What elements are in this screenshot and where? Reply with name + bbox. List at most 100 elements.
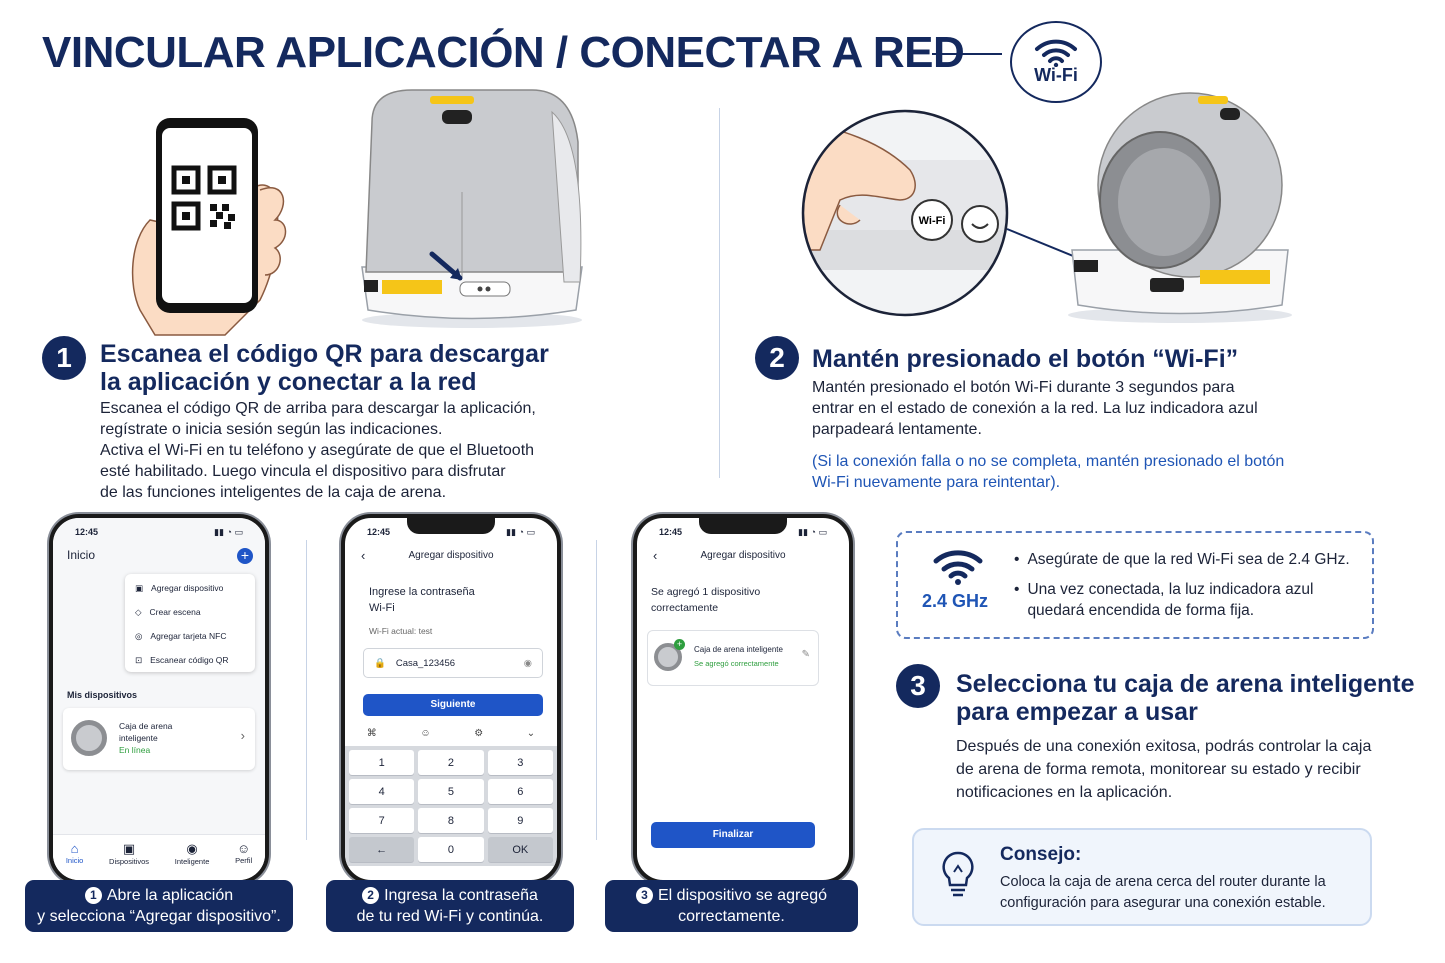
- tab-devices[interactable]: ▣Dispositivos: [109, 841, 149, 880]
- caption-line: de tu red Wi-Fi y continúa.: [356, 908, 544, 925]
- step3-number: 3: [896, 664, 940, 708]
- signal-battery-icon: ▮▮ ◔ ▭: [506, 527, 535, 537]
- password-value: Casa_123456: [395, 657, 456, 669]
- device-icon: ▣: [135, 582, 144, 593]
- home-header: Inicio: [67, 548, 96, 562]
- added-device-card[interactable]: + Caja de arena inteligente Se agregó co…: [647, 630, 819, 686]
- step1-description: Escanea el código QR de arriba para desc…: [100, 398, 710, 503]
- step2-description: Mantén presionado el botón Wi-Fi durante…: [812, 377, 1412, 440]
- qr-code-icon: [171, 165, 237, 231]
- key-1[interactable]: 1: [349, 750, 415, 775]
- grid-icon[interactable]: ⌘: [366, 727, 377, 739]
- success-message-line: Se agregó 1 dispositivo: [651, 586, 761, 598]
- key-3[interactable]: 3: [487, 750, 553, 775]
- caption-number: 2: [362, 887, 380, 904]
- chevron-down-icon[interactable]: ⌄: [526, 727, 536, 739]
- tip-text: Coloca la caja de arena cerca del router…: [1000, 872, 1326, 914]
- step1-number: 1: [42, 336, 86, 380]
- tip-text-line: Coloca la caja de arena cerca del router…: [1000, 874, 1326, 890]
- device-card[interactable]: Caja de arena inteligente En línea ›: [63, 708, 255, 770]
- scan-icon: ⊡: [135, 654, 143, 665]
- wifi-icon: [933, 550, 983, 585]
- tab-bar: ⌂Inicio ▣Dispositivos ◉Inteligente ☺Perf…: [53, 834, 265, 880]
- back-icon[interactable]: ‹: [361, 548, 366, 563]
- step2-number: 2: [755, 336, 799, 380]
- key-9[interactable]: 9: [487, 808, 553, 833]
- back-icon[interactable]: ‹: [653, 548, 658, 563]
- menu-item-label: Crear escena: [149, 607, 201, 617]
- step1-heading-line1: Escanea el código QR para descargar: [100, 340, 549, 368]
- step3-heading-line2: para empezar a usar: [956, 698, 1198, 726]
- status-time: 12:45: [367, 527, 391, 537]
- menu-item-create-scene[interactable]: ◇Crear escena: [125, 600, 255, 624]
- tab-profile[interactable]: ☺Perfil: [235, 841, 252, 880]
- caption-line: y selecciona “Agregar dispositivo”.: [37, 908, 281, 925]
- tip-title: Consejo:: [1000, 844, 1082, 865]
- current-wifi: Wi-Fi actual: test: [369, 626, 433, 636]
- next-button[interactable]: Siguiente: [363, 694, 543, 716]
- phone-divider: [306, 540, 307, 840]
- numeric-keypad: 1 2 3 4 5 6 7 8 9 ← 0 OK: [345, 746, 557, 866]
- step1-text-line: regístrate o inicia sesión según las ind…: [100, 421, 443, 438]
- password-input[interactable]: 🔒Casa_123456 ◉: [363, 648, 543, 678]
- step3-description: Después de una conexión exitosa, podrás …: [956, 735, 1406, 804]
- tab-smart[interactable]: ◉Inteligente: [175, 841, 210, 880]
- key-backspace[interactable]: ←: [349, 837, 415, 862]
- password-prompt-line: Ingrese la contraseña: [369, 586, 475, 598]
- menu-item-label: Agregar dispositivo: [151, 583, 224, 593]
- key-0[interactable]: 0: [418, 837, 484, 862]
- emoji-icon[interactable]: ☺: [420, 727, 431, 739]
- chevron-right-icon: ›: [240, 728, 245, 743]
- step1-heading-line2: la aplicación y conectar a la red: [100, 368, 477, 396]
- bullet-icon: •: [1014, 581, 1020, 598]
- signal-battery-icon: ▮▮ ◔ ▭: [214, 527, 243, 537]
- phone-password-screen: 12:45▮▮ ◔ ▭ ‹ Agregar dispositivo Ingres…: [341, 514, 561, 884]
- litter-box-dome-illustration: [1068, 92, 1292, 323]
- key-8[interactable]: 8: [418, 808, 484, 833]
- add-icon[interactable]: +: [237, 548, 253, 564]
- caption-line: Ingresa la contraseña: [384, 887, 538, 904]
- requirement-text: quedará encendida de forma fija.: [1027, 602, 1255, 619]
- phone-qr-illustration: [131, 118, 287, 336]
- eye-icon[interactable]: ◉: [523, 657, 532, 669]
- key-4[interactable]: 4: [349, 779, 415, 804]
- key-5[interactable]: 5: [418, 779, 484, 804]
- tab-label: Perfil: [235, 856, 253, 865]
- success-message-line: correctamente: [651, 602, 719, 614]
- wifi-badge-label: Wi-Fi: [1034, 64, 1078, 85]
- status-bar: 12:45 ▮▮ ◔ ▭: [75, 527, 243, 538]
- band-label: 2.4 GHz: [922, 591, 989, 611]
- step2-text-line: entrar en el estado de conexión a la red…: [812, 400, 1258, 417]
- key-ok[interactable]: OK: [487, 837, 553, 862]
- menu-item-add-device[interactable]: ▣ Agregar dispositivo: [125, 576, 255, 600]
- tip-text-line: configuración para asegurar una conexión…: [1000, 895, 1326, 911]
- menu-item-nfc[interactable]: ◎Agregar tarjeta NFC: [125, 624, 255, 648]
- page-title: VINCULAR APLICACIÓN / CONECTAR A RED: [42, 28, 965, 77]
- password-prompt: Ingrese la contraseña Wi-Fi: [369, 584, 475, 616]
- requirements-list: • Asegúrate de que la red Wi-Fi sea de 2.…: [1014, 549, 1364, 621]
- status-time: 12:45: [659, 527, 683, 537]
- status-bar: 12:45▮▮ ◔ ▭: [659, 527, 827, 538]
- finish-button[interactable]: Finalizar: [651, 822, 815, 848]
- key-2[interactable]: 2: [418, 750, 484, 775]
- screen-title: Agregar dispositivo: [700, 550, 786, 561]
- wifi-icon: [1035, 39, 1077, 67]
- caption-number: 1: [84, 887, 102, 904]
- tab-home[interactable]: ⌂Inicio: [66, 841, 84, 880]
- requirement-text: Asegúrate de que la red Wi-Fi sea de 2.4…: [1027, 551, 1350, 568]
- step3-text-line: Después de una conexión exitosa, podrás …: [956, 738, 1372, 755]
- settings-icon[interactable]: ⚙: [474, 727, 484, 739]
- wifi-badge: Wi-Fi: [1010, 21, 1102, 103]
- key-7[interactable]: 7: [349, 808, 415, 833]
- edit-icon[interactable]: ✎: [801, 649, 810, 660]
- profile-icon: ☺: [236, 841, 251, 856]
- caption-number: 3: [636, 887, 653, 904]
- status-time: 12:45: [75, 527, 99, 537]
- lightbulb-icon: [942, 851, 974, 897]
- key-6[interactable]: 6: [487, 779, 553, 804]
- device-name-line: Caja de arena: [119, 721, 173, 731]
- step2-note-line: (Si la conexión falla o no se completa, …: [812, 453, 1285, 470]
- menu-item-scan-qr[interactable]: ⊡Escanear código QR: [125, 648, 255, 672]
